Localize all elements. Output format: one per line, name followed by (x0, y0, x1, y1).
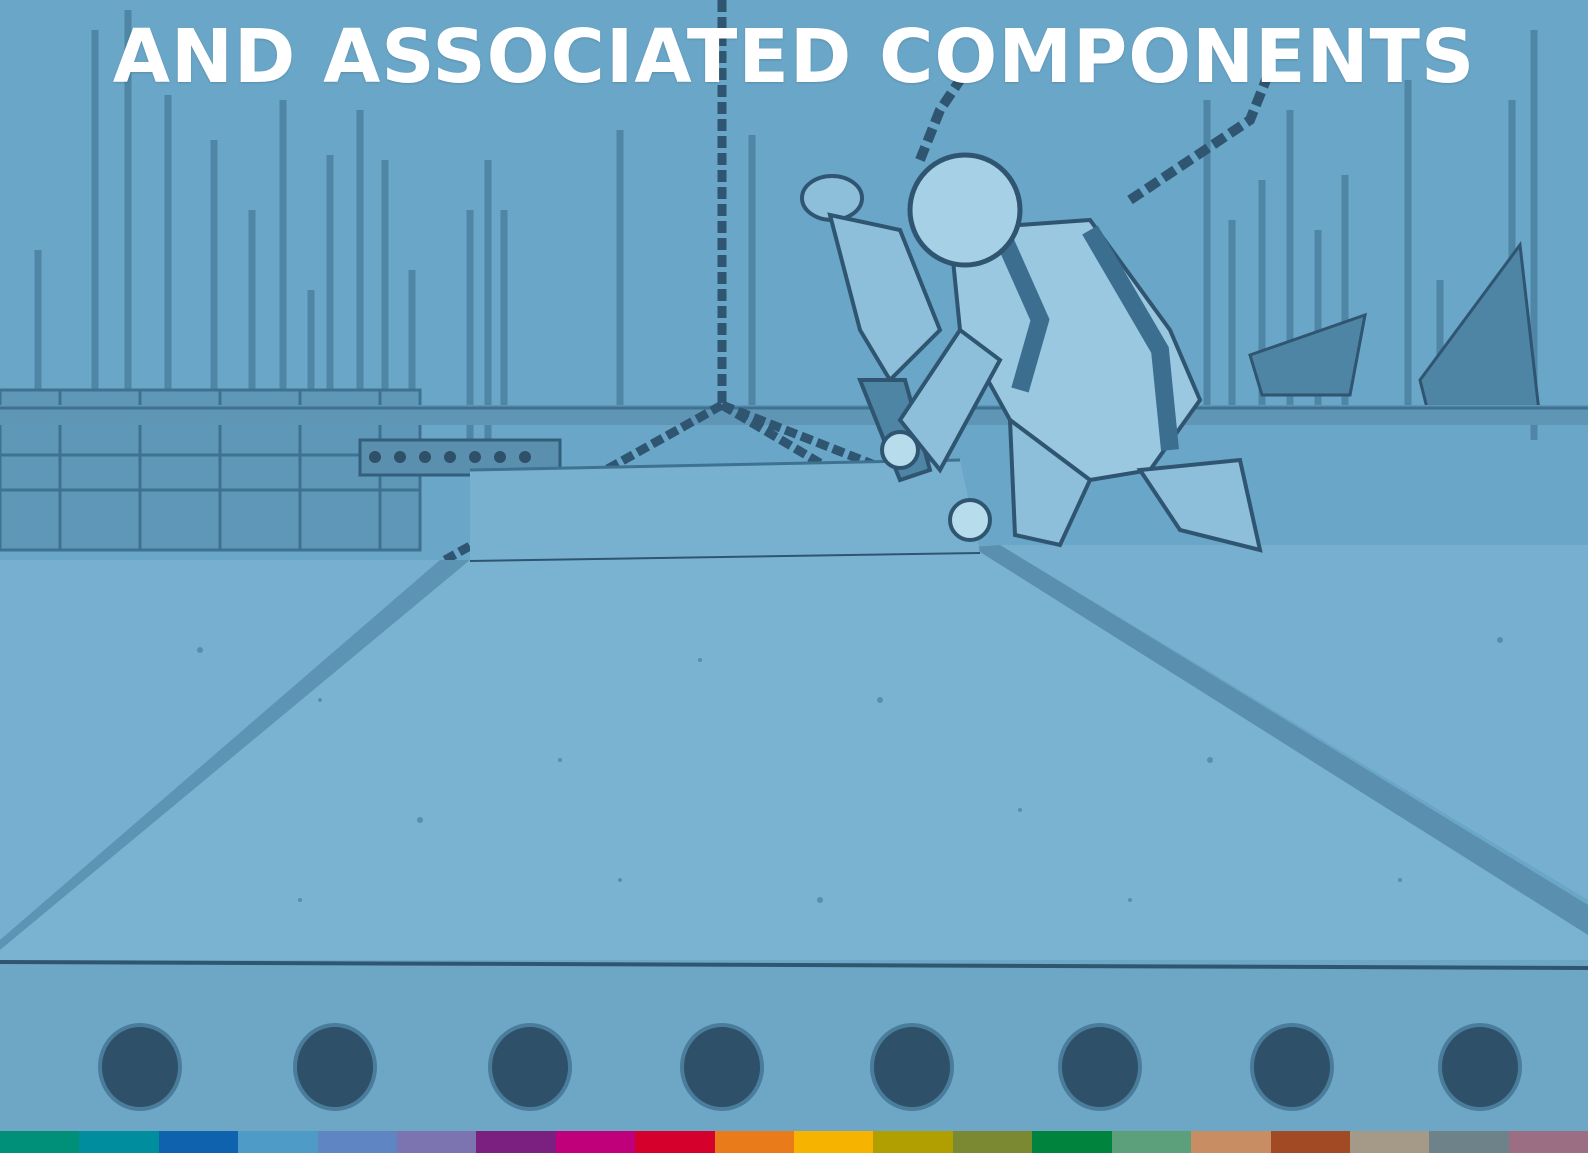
color-swatch (1429, 1131, 1509, 1153)
color-swatch (317, 1131, 398, 1153)
color-swatch (952, 1131, 1033, 1153)
color-swatch (79, 1131, 159, 1153)
color-swatch (476, 1131, 556, 1153)
color-swatch (1191, 1131, 1271, 1153)
color-swatch (397, 1131, 477, 1153)
color-swatch (635, 1131, 715, 1153)
page-title: AND ASSOCIATED COMPONENTS (112, 14, 1476, 100)
color-swatch (1111, 1131, 1192, 1153)
slab-main-top (0, 552, 1588, 975)
color-swatch (714, 1131, 795, 1153)
color-strip (0, 1131, 1588, 1153)
color-swatch (1032, 1131, 1112, 1153)
slab-front-face (0, 960, 1588, 1131)
color-swatch (873, 1131, 953, 1153)
color-swatch (555, 1131, 636, 1153)
color-swatch (1270, 1131, 1350, 1153)
worker-front (880, 68, 1275, 553)
color-swatch (0, 1131, 80, 1153)
color-swatch (1508, 1131, 1588, 1153)
color-swatch (238, 1131, 318, 1153)
slab-right (1000, 545, 1588, 900)
worker-back (800, 174, 943, 483)
color-swatch (1349, 1131, 1430, 1153)
color-swatch (794, 1131, 874, 1153)
color-swatch (158, 1131, 239, 1153)
slab-cores (98, 1023, 1522, 1111)
slab-texture (197, 637, 1503, 903)
